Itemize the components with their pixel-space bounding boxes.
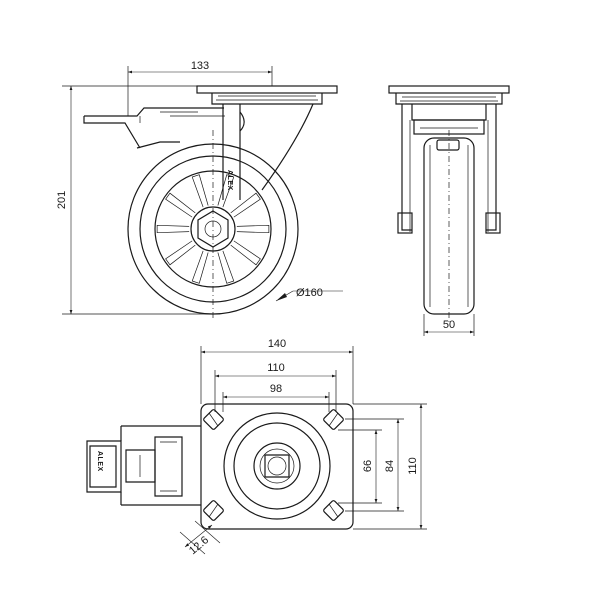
side-wheel-spokes [156, 174, 270, 284]
dim-label-110-h: 110 [267, 362, 285, 374]
top-brand-text: ALEX [96, 451, 103, 472]
top-view: ALEX 140 110 98 66 84 110 [86, 338, 427, 557]
mount-hole-bottom-left [203, 500, 224, 521]
side-brand-text: ALEX [226, 170, 233, 191]
top-ring-outer [223, 412, 331, 520]
dim-label-98: 98 [270, 383, 282, 395]
front-top-plate [388, 85, 510, 94]
dim-label-133: 133 [191, 60, 209, 72]
top-brake-arm [120, 425, 201, 506]
side-brake-lever [83, 107, 224, 149]
front-brake-pad [436, 139, 460, 151]
front-fork [401, 104, 497, 231]
dim-label-201: 201 [56, 191, 68, 209]
mount-hole-top-left [203, 409, 224, 430]
mount-hole-top-right [323, 409, 344, 430]
wheel-spoke [230, 192, 261, 218]
wheel-spoke [230, 240, 261, 266]
dim-label-50: 50 [443, 319, 455, 331]
side-brake-pad [136, 141, 180, 149]
side-swivel-head [211, 93, 323, 105]
side-fork [222, 103, 314, 200]
mount-hole-bottom-right [323, 500, 344, 521]
wheel-spoke [156, 224, 190, 234]
side-wheel-rim-outer [139, 155, 287, 303]
wheel-spoke [217, 250, 235, 284]
wheel-spoke [165, 192, 196, 218]
top-ring-mid [233, 422, 321, 510]
top-ring-inner [253, 442, 301, 490]
wheel-spoke [191, 250, 209, 284]
dim-label-110-v: 110 [407, 457, 419, 475]
side-axle-nut [197, 210, 229, 248]
dim-label-84: 84 [384, 460, 396, 472]
wheel-spoke [165, 240, 196, 266]
top-plate [200, 403, 354, 530]
front-axle-right [485, 212, 501, 234]
dim-label-140: 140 [268, 338, 286, 350]
side-top-plate [196, 85, 338, 94]
front-view: 50 [388, 85, 510, 336]
wheel-spoke [191, 174, 209, 208]
dim-label-66: 66 [362, 460, 374, 472]
dim-label-12-6: 12.6 [187, 534, 211, 557]
front-axle-left [397, 212, 413, 234]
dim-label-160: Ø160 [296, 287, 323, 299]
top-kingpin-nut [264, 454, 290, 478]
front-swivel-head [395, 93, 503, 105]
side-view: ALEX 133 201 Ø160 [56, 60, 343, 320]
wheel-spoke [217, 174, 235, 208]
wheel-spoke [236, 224, 270, 234]
